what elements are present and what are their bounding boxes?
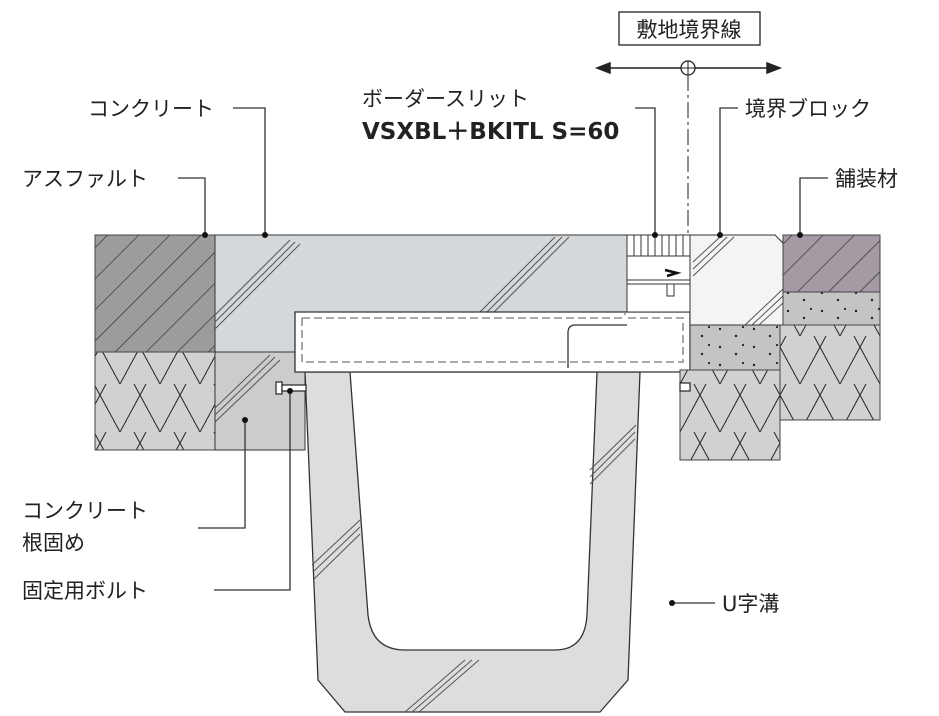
paving-layer [782, 234, 881, 293]
label-concrete-root-1: コンクリート [22, 499, 148, 523]
label-u-ditch: U字溝 [722, 592, 779, 616]
gravel-under-block [689, 324, 781, 371]
subgrade-far-right [779, 324, 881, 421]
label-paving-material: 舗装材 [835, 167, 898, 191]
grating-body [294, 311, 691, 373]
label-concrete: コンクリート [88, 97, 214, 121]
label-product-code: VSXBL＋BKITL S=60 [362, 119, 619, 145]
label-border-slit: ボーダースリット [362, 87, 529, 111]
label-concrete-root-2: 根固め [22, 531, 85, 555]
boundary-line-label: 敷地境界線 [637, 18, 742, 42]
border-slit [626, 234, 691, 313]
boundary-block [689, 234, 784, 326]
fixing-bolt-right [679, 382, 691, 392]
subgrade-right [679, 369, 781, 461]
subgrade-left [94, 351, 216, 451]
gravel-layer [782, 291, 881, 326]
u-ditch [304, 371, 641, 713]
slit-bars [627, 235, 690, 285]
label-fixing-bolt: 固定用ボルト [22, 579, 148, 603]
concrete-root [214, 351, 306, 451]
fixing-bolt-left [275, 381, 307, 395]
label-asphalt: アスファルト [22, 167, 148, 191]
asphalt-layer [94, 234, 216, 353]
label-boundary-block: 境界ブロック [745, 97, 871, 121]
boundary-line-label-box [618, 11, 761, 46]
